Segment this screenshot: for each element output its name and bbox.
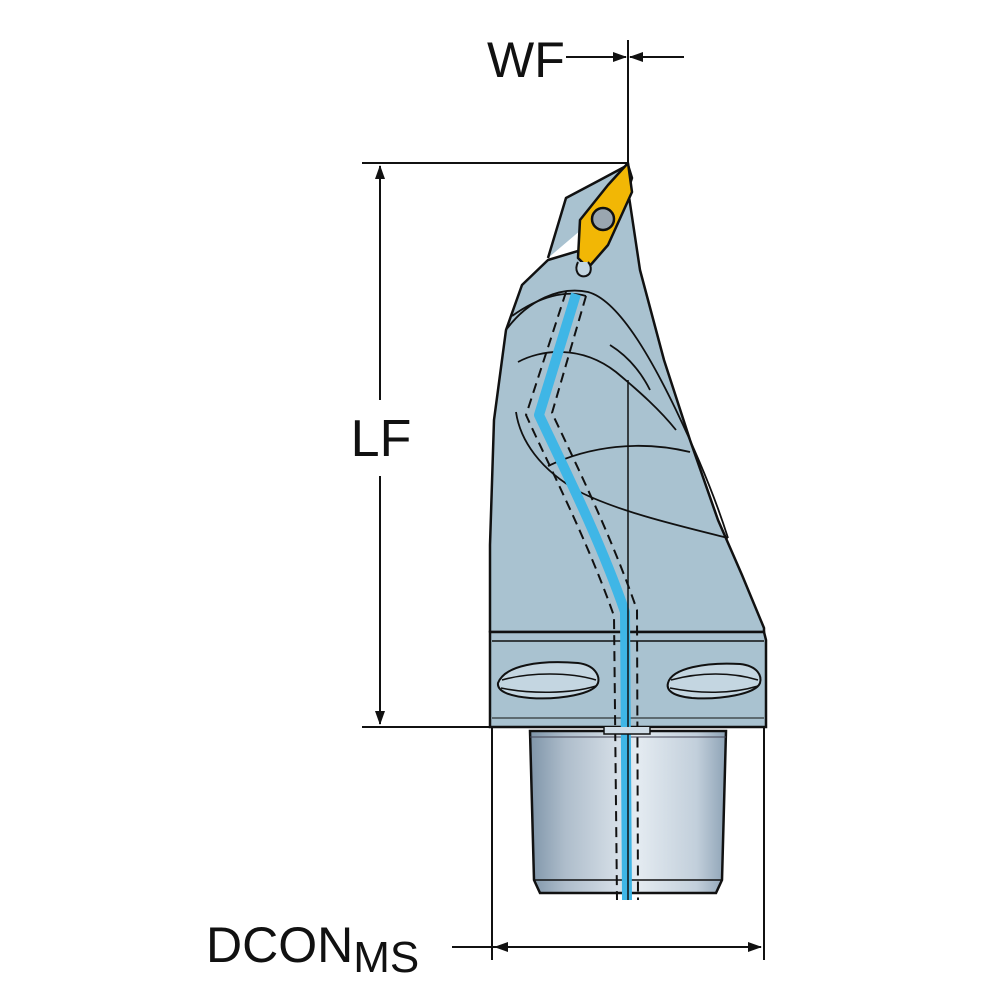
dcon-label-main: DCON	[206, 917, 353, 973]
tool-head	[488, 188, 766, 634]
coolant-channel-fill	[534, 292, 632, 901]
coolant-channel-left-wall	[524, 291, 618, 901]
lf-label-bg	[340, 400, 420, 476]
wf-label: WF	[487, 32, 565, 88]
dcon-label: DCONMS	[206, 917, 419, 982]
clamp-screw-icon	[496, 661, 600, 700]
clamp-screw-icon	[666, 662, 762, 700]
insert-hole	[590, 206, 616, 232]
lf-label: LF	[351, 410, 412, 468]
coolant-channel	[524, 291, 639, 901]
dcon-label-subscript: MS	[353, 933, 419, 982]
diamond-insert-icon	[575, 161, 634, 278]
coolant-outlet	[603, 727, 651, 735]
coolant-channel-right-wall	[550, 295, 639, 901]
extension-lines	[362, 40, 765, 960]
insert-seat-tip	[575, 261, 592, 278]
